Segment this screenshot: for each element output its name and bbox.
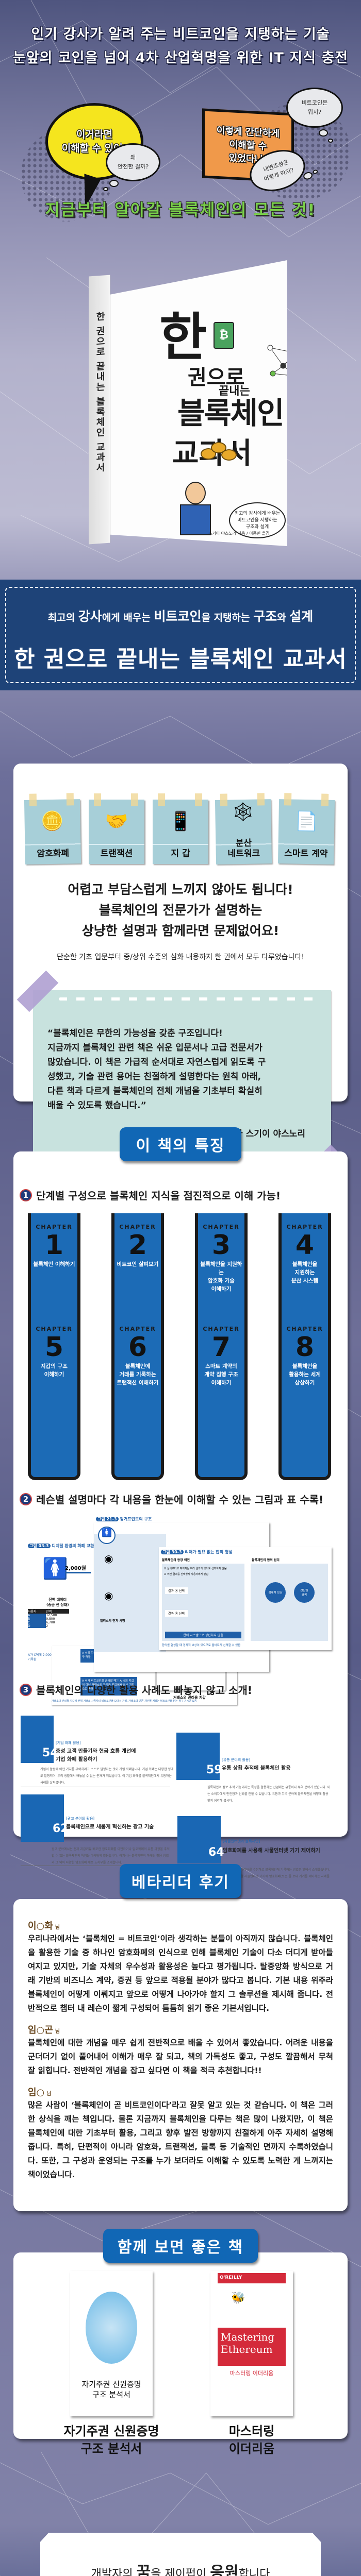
recommend-card: 자기주권 신원증명 구조 분석서 O'REILLY Mastering Ethe… — [13, 2252, 348, 2456]
review-text: 블록체인에 대한 개념을 매우 쉽게 전반적으로 배울 수 있어서 좋았습니다.… — [28, 2038, 333, 2075]
lesson-number-box — [176, 1733, 220, 1780]
banner-tagline: 최고의 강사에게 배우는 비트코인을 지탱하는 구조와 설계 — [47, 609, 314, 624]
reviewer-name: 임○님 — [28, 2087, 52, 2098]
fingerprint-panel — [94, 1534, 166, 1652]
lesson-card: 62 [광고 분야의 활용] 블록체인으로 새롭게 혁신하는 광고 기술 광고 … — [21, 1794, 175, 1867]
publisher-slogan: 개발자의 꿈을 제이펍이 응원합니다 — [91, 2564, 270, 2576]
features-badge: 이 책의 특징 — [120, 1127, 241, 1161]
arrow-right-icon — [65, 1572, 91, 1573]
lesson-number-box — [177, 1816, 221, 1863]
cover-speech-bubble: 최고의 강사에게 배우는 비트코인을 지탱하는 구조와 설계 — [229, 502, 286, 538]
lesson-card: 59 [유통 분야의 활용] 유통 상황 추적에 블록체인 활용 블록체인의 정… — [176, 1733, 331, 1805]
book-spine: 한 권으로 끝내는 블록체인 교과서 — [89, 275, 110, 545]
before-panel: ☑ 올바르다고 여겨지는 여러 결과가 있어도 선택하지 않음 ☑ 어떤 결과를… — [162, 1564, 244, 1641]
thought-bubble: 비트코인은 뭐지? — [286, 88, 343, 143]
lesson-card: 64 [사물인터넷과 블록체인] 암호화폐를 사용해 사물인터넷 기기 제어하기… — [177, 1816, 332, 1888]
keyword-note: 🪙암호화폐 — [24, 793, 81, 865]
cover-title-big: 한 — [159, 307, 207, 367]
hero-title: 인기 강사가 알려 주는 비트코인을 지탱하는 기술 눈앞의 코인을 넘어 4차… — [0, 23, 361, 70]
contract-icon: 📄 — [294, 810, 319, 833]
author-quote-note: “블록체인은 무한의 가능성을 갖춘 구조입니다! 지금까지 블록체인 관련 책… — [33, 990, 331, 1163]
person-icon: 🚺 — [98, 1527, 116, 1544]
keyword-note: 🤝트랜잭션 — [89, 793, 144, 864]
keyword-notes: 🪙암호화폐 🤝트랜잭션 📱지 갑 🕸분산 네트워크 📄스마트 계약 — [24, 793, 337, 872]
after-panel: 경제적 보상 간단한 규칙 — [251, 1564, 328, 1641]
book-cover-image: 한 권으로 끝내는 블록체인 교과서 한 권으로 블록체인 교과서 끝내는 ₿ … — [89, 260, 287, 546]
bitcoin-book-icon: ₿ — [214, 322, 234, 349]
reviews-badge: 베타리더 후기 — [120, 1864, 241, 1898]
person-icon: 🚺 — [42, 1557, 68, 1581]
recommended-book-title: 마스터링 이더리움 — [228, 2424, 275, 2456]
cover-authors: 스기이 야스노리 지음 / 이중민 옮김 — [208, 531, 270, 536]
hero-subtitle: 지금부터 알아갈 블록체인의 모든 것! — [45, 201, 316, 219]
quote-text: “블록체인은 무한의 가능성을 갖춘 구조입니다! 지금까지 블록체인 관련 책… — [47, 1028, 266, 1111]
review-text: 우리나라에서는 ‘블록체인 = 비트코인’이라 생각하는 분들이 아직까지 많습… — [28, 1934, 333, 2013]
publisher-footer: 개발자의 꿈을 제이펍이 응원합니다 Jpub 제이펍 “ ○과 |이 꿈꾸는 … — [40, 2533, 321, 2576]
handshake-house-icon: 🤝 — [105, 811, 128, 832]
review-item: 임○님 많은 사람이 ‘블록체인이 곧 비트코인이다’라고 잘못 알고 있는 것… — [28, 2085, 333, 2182]
thought-bubble: 왜 안전한 걸까? — [103, 143, 160, 191]
recommended-book-ssi[interactable]: 자기주권 신원증명 구조 분석서 — [70, 2271, 153, 2416]
phone-wallet-icon: 📱 — [169, 811, 192, 832]
banner-book-title: 한 권으로 끝내는 블록체인 교과서 — [14, 646, 347, 672]
hero-title-line-1: 인기 강사가 알려 주는 비트코인을 지탱하는 기술 — [31, 26, 330, 42]
cover-title-line2: 권으로 — [188, 366, 245, 389]
cover-title-line3: 블록체인 — [177, 396, 284, 431]
fingerprint-icon: ◉ — [104, 1552, 113, 1565]
keyword-note: 🕸분산 네트워크 — [215, 793, 272, 865]
coins-icon: 🪙 — [40, 810, 64, 833]
network-icon: 🕸 — [231, 801, 255, 823]
bee-icon: 🐝 — [231, 2292, 245, 2304]
hero-title-line-2: 눈앞의 코인을 넘어 4차 산업혁명을 위한 IT 지식 충전 — [12, 50, 349, 66]
intro-subline: 단순한 기초 입문부터 중/상위 수준의 심화 내용까지 한 권에서 모두 다루… — [57, 953, 304, 961]
note-holes — [59, 997, 316, 1001]
fingerprint-icon: ◉ — [104, 1589, 113, 1602]
keyword-note: 📄스마트 계약 — [277, 793, 335, 865]
recommended-book-ethereum[interactable]: O'REILLY Mastering Ethereum 마스터링 이더리움 🐝 — [210, 2271, 293, 2416]
intro-card: 🪙암호화폐 🤝트랜잭션 📱지 갑 🕸분산 네트워크 📄스마트 계약 어렵고 부담… — [13, 764, 348, 1187]
review-text: 많은 사람이 ‘블록체인이 곧 비트코인이다’라고 잘못 알고 있는 것 같습니… — [28, 2100, 333, 2179]
keyword-note: 📱지 갑 — [153, 793, 208, 864]
hero-section: 인기 강사가 알려 주는 비트코인을 지탱하는 기술 눈앞의 코인을 넘어 4차… — [0, 0, 361, 577]
cover-title-small: 끝내는 — [219, 385, 250, 398]
coin-stack-icon — [201, 438, 237, 464]
recommend-badge: 함께 보면 좋은 책 — [103, 2229, 258, 2263]
lesson-card: 54 [기업 화폐 활용] 충성 고객 만들기와 현금 흐름 개선에 기업 화폐… — [21, 1716, 175, 1788]
recommended-book-title: 자기주권 신원증명 구조 분석서 — [63, 2424, 159, 2456]
lesson-number-box — [21, 1794, 64, 1842]
dashed-frame — [5, 587, 356, 683]
lesson-number-box — [21, 1716, 54, 1763]
title-banner: 최고의 강사에게 배우는 비트코인을 지탱하는 구조와 설계 한 권으로 끝내는… — [0, 580, 361, 690]
network-icon — [267, 345, 287, 377]
identity-illustration — [86, 2292, 137, 2364]
teacher-illustration — [177, 477, 214, 544]
yellow-speech-bubble: 이거라면 이해할 수 있어! — [45, 103, 143, 180]
book-front-cover: 한 권으로 블록체인 교과서 끝내는 ₿ 최고의 강사에게 배우는 비트코인을 … — [110, 260, 287, 546]
